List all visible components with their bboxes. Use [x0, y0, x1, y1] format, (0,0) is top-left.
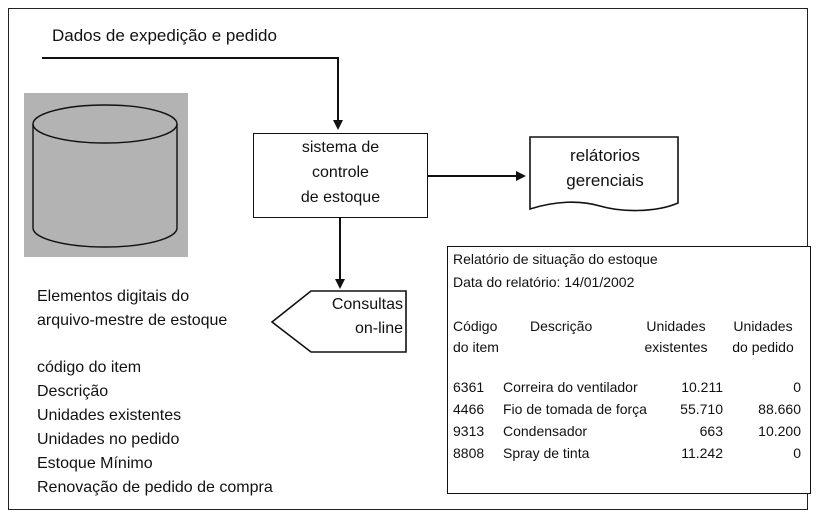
header-code-line2: do item: [453, 339, 499, 355]
row-code: 6361: [453, 379, 485, 395]
header-ordered-line2: do pedido: [732, 339, 794, 355]
row-description: Condensador: [503, 423, 588, 439]
row-existing: 663: [699, 423, 723, 439]
system-box-line1: sistema de: [301, 139, 380, 156]
row-ordered: 88.660: [758, 401, 801, 417]
field-item: Renovação de pedido de compra: [37, 479, 273, 496]
row-ordered: 0: [793, 379, 801, 395]
header-ordered-line1: Unidades: [733, 318, 793, 334]
system-box-line2: controle: [312, 164, 369, 181]
input-line: [42, 57, 343, 130]
row-description: Spray de tinta: [503, 445, 590, 461]
row-ordered: 0: [793, 445, 801, 461]
field-item: código do item: [37, 359, 142, 376]
report-title: Relatório de situação do estoque: [453, 251, 658, 267]
reports-document-shape: [529, 136, 679, 212]
row-ordered: 10.200: [758, 423, 801, 439]
row-code: 8808: [453, 445, 485, 461]
field-item: Unidades existentes: [37, 407, 182, 424]
row-code: 9313: [453, 423, 485, 439]
field-item: Unidades no pedido: [37, 431, 180, 448]
row-existing: 10.211: [681, 379, 723, 395]
system-box: [253, 133, 428, 218]
reports-doc-line1: relátorios: [570, 146, 640, 165]
header-existing-line1: Unidades: [646, 318, 706, 334]
elements-title-line1: Elementos digitais do: [37, 288, 190, 305]
header-description: Descrição: [530, 318, 593, 334]
row-code: 4466: [453, 401, 485, 417]
row-existing: 11.242: [681, 445, 723, 461]
elements-title-line2: arquivo-mestre de estoque: [37, 312, 228, 329]
report-date: Data do relatório: 14/01/2002: [453, 274, 635, 290]
database-cylinder-icon: [32, 104, 178, 248]
inventory-report: Relatório de situação do estoque Data do…: [447, 246, 811, 494]
row-existing: 55.710: [680, 401, 723, 417]
field-item: Estoque Mínimo: [37, 455, 153, 472]
header-code-line1: Código: [453, 318, 498, 334]
queries-line2: on-line: [354, 320, 403, 337]
system-box-line3: de estoque: [300, 189, 381, 206]
reports-doc-line2: gerenciais: [566, 171, 644, 190]
row-description: Fio de tomada de força: [503, 401, 647, 417]
header-existing-line2: existentes: [644, 339, 708, 355]
source-label: Dados de expedição e pedido: [52, 26, 277, 45]
row-description: Correira do ventilador: [503, 379, 638, 395]
field-item: Descrição: [37, 383, 109, 400]
queries-display-shape: [270, 290, 407, 353]
queries-line1: Consultas: [331, 296, 403, 313]
